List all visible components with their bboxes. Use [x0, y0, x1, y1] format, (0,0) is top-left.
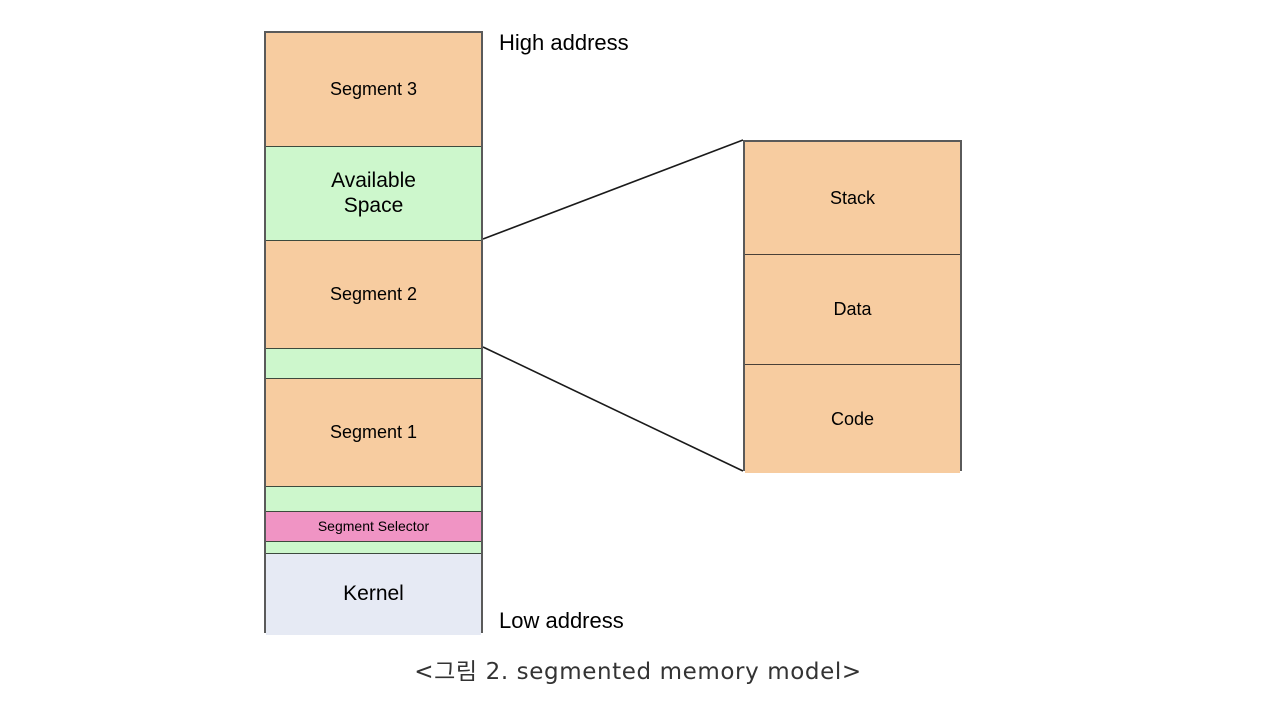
memory-block-segment-3: Segment 3 [266, 33, 481, 147]
memory-block-segment-1: Segment 1 [266, 379, 481, 487]
low-address-label: Low address [499, 608, 624, 633]
segment-detail-box: Stack Data Code [743, 140, 962, 473]
memory-block-label-available-space: Available Space [331, 169, 416, 217]
memory-block-label-segment-2: Segment 2 [329, 284, 418, 305]
memory-block-available-gap-2 [266, 349, 481, 379]
memory-block-label-segment-1: Segment 1 [329, 422, 418, 443]
segment-detail-block-data: Data [745, 255, 960, 365]
segment-detail-label-code: Code [830, 408, 875, 429]
callout-line-bottom [482, 346, 744, 472]
memory-block-available-gap-1 [266, 487, 481, 512]
high-address-label: High address [499, 30, 629, 55]
memory-block-available-gap-0 [266, 542, 481, 554]
segment-detail-block-stack: Stack [745, 142, 960, 255]
memory-column: Segment 3 Available Space Segment 2 Segm… [264, 31, 483, 635]
memory-block-segment-selector: Segment Selector [266, 512, 481, 542]
figure-caption: <그림 2. segmented memory model> [414, 659, 862, 685]
memory-block-label-kernel: Kernel [343, 582, 404, 606]
segment-detail-block-code: Code [745, 365, 960, 473]
memory-block-label-segment-selector: Segment Selector [317, 518, 430, 535]
memory-block-available-space: Available Space [266, 147, 481, 241]
segment-detail-label-data: Data [833, 299, 872, 319]
memory-block-kernel: Kernel [266, 554, 481, 635]
segment-detail-label-stack: Stack [829, 187, 876, 208]
memory-block-label-segment-3: Segment 3 [329, 79, 418, 100]
callout-line-top [482, 139, 744, 240]
memory-block-segment-2: Segment 2 [266, 241, 481, 349]
